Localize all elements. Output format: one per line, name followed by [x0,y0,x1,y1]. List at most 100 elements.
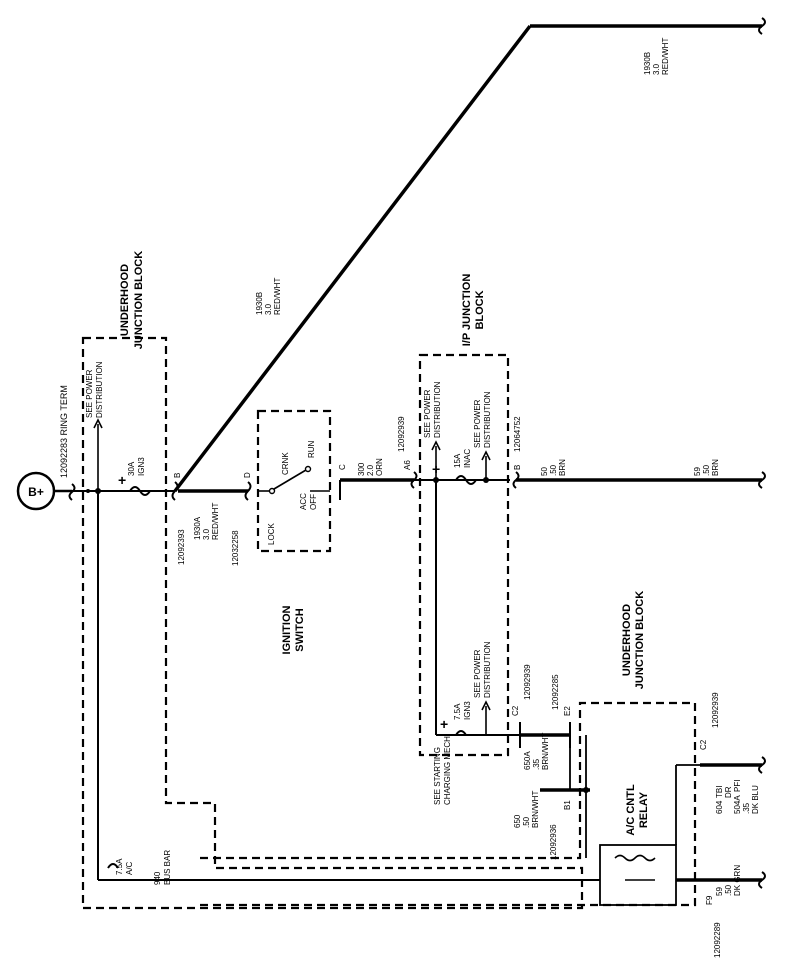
see-power-label-3: SEE POWER [423,389,432,438]
underhood-junction-block-top-outline [81,336,584,910]
wire-604-size: TBI [715,786,724,798]
see-power-label-2: DISTRIBUTION [95,361,104,418]
wire-504a-size: PFI [733,780,742,792]
ip-pin-b-label: B [513,465,522,470]
bus-bar-label: BUS BAR [163,850,172,885]
arrow-icon-2 [431,440,441,451]
relay-title: A/C CNTL [625,784,637,836]
wire-604-number: 604 [715,800,724,814]
fuse-7-5a-name: A/C [125,861,134,875]
wire-break-2 [758,471,766,489]
connector-b-part: 12092393 [177,529,186,565]
pin-f9-label: F9 [705,895,714,905]
ring-term-label: 12092283 RING TERM [59,385,69,478]
underhood-junction-block-bottom-outline [200,701,697,907]
fuse-30a-name: IGN3 [137,457,146,476]
fuse-7-5a-ign3-symbol [455,730,467,736]
wire-break-4 [758,871,766,889]
wire-1930a-number: 1930A [193,516,202,540]
switch-blade [273,469,307,490]
wire-504a-gauge: .35 [742,802,751,814]
relay-title-2: RELAY [638,791,650,828]
wire-650a-size: .35 [532,758,541,770]
wire-1930a-color: RED/WHT [211,503,220,540]
wire-1930b-color-2: RED/WHT [661,38,670,75]
wire-1930b-number-2: 1930B [643,52,652,75]
switch-pos-run: RUN [307,440,316,458]
pin-c2-label: C2 [699,739,708,750]
switch-pivot [268,487,276,495]
switch-pos-off: OFF [309,494,318,510]
splice-dot-2 [86,489,90,493]
wire-break-3 [758,756,766,774]
wire-300-size: 2.0 [366,464,375,476]
arrow-icon-3 [481,450,491,461]
connector-break-d [244,481,252,501]
connector-c2-part: 12092939 [711,692,720,728]
fuse-15a-rating: 15A [453,453,462,468]
ignition-switch-outline [256,409,332,553]
bus-wire-number: 940 [153,871,162,885]
wire-59-size: .50 [702,464,711,476]
wire-650a-color: BRN/WHT [541,733,550,770]
switch-pos-acc: ACC [299,493,308,510]
wire-300-number: 300 [357,462,366,476]
underhood-block-bottom-title: UNDERHOOD [621,604,633,676]
see-power-label-8: DISTRIBUTION [483,641,492,698]
wire-50-color: BRN [558,459,567,476]
wire-50-size: .50 [549,464,558,476]
ip-pin-c2-label: C2 [511,705,520,716]
ip-junction-block-outline [418,353,510,757]
ip-connector-right-part: 12064752 [513,416,522,452]
underhood-block-title-2: JUNCTION BLOCK [133,251,145,349]
switch-pos-lock: LOCK [267,523,276,545]
wire-650a-number: 650A [523,751,532,770]
wire-650-color: BRN/WHT [531,791,540,828]
wire-1930b-diagonal [173,24,532,493]
connector-f9-part: 12092289 [713,922,722,958]
wire-650-number: 650 [513,814,522,828]
relay-box [599,844,677,906]
arrow-icon-4 [481,700,491,711]
underhood-block-bottom-title-2: JUNCTION BLOCK [634,591,646,689]
wire-300-color: ORN [375,458,384,476]
wire-59-number: 59 [693,467,702,476]
ignition-switch-title-2: SWITCH [294,608,306,651]
battery-label: B+ [28,485,44,499]
underhood-block-title: UNDERHOOD [119,264,131,336]
pin-d-label: D [243,472,252,478]
wire-59b-color: DK GRN [733,865,742,896]
pin-b-label: B [173,473,182,478]
wire-604-color: DR [724,786,733,798]
connector-b1-part: 12092936 [549,824,558,860]
see-power-label-5: SEE POWER [473,399,482,448]
pin-b1-label: B1 [563,800,572,810]
relay-coil-icon [614,854,656,862]
switch-contact-run [304,465,312,473]
see-power-label: SEE POWER [85,369,94,418]
wire-break [758,17,766,35]
ip-connector-e2-part: 12092285 [551,674,560,710]
ip-block-title-2: BLOCK [474,290,486,329]
wire-59b-size: .50 [724,884,733,896]
fuse-15a-name: INAC [463,449,472,468]
fuse-7-5a-ign3-rating: 7.5A [453,703,462,720]
wire-50-number: 50 [540,467,549,476]
pin-a6-label: A6 [403,460,412,470]
fuse-plus-sign: + [118,472,126,488]
wire-504a-number: 504A [733,795,742,814]
wire-1930b-number: 1930B [255,292,264,315]
arrow-icon [93,418,103,429]
wire-59-color: BRN [711,459,720,476]
fuse-15a-symbol [455,475,477,485]
wire-59b-number: 59 [715,887,724,896]
wire-504a-color: DK BLU [751,785,760,814]
wire-1930b-color: RED/WHT [273,278,282,315]
ignition-switch-title: IGNITION [281,606,293,655]
see-starting-label-2: CHARGING MECH [443,736,452,805]
see-power-label-7: SEE POWER [473,649,482,698]
see-power-label-4: DISTRIBUTION [433,381,442,438]
pin-c-label: C [338,464,347,470]
